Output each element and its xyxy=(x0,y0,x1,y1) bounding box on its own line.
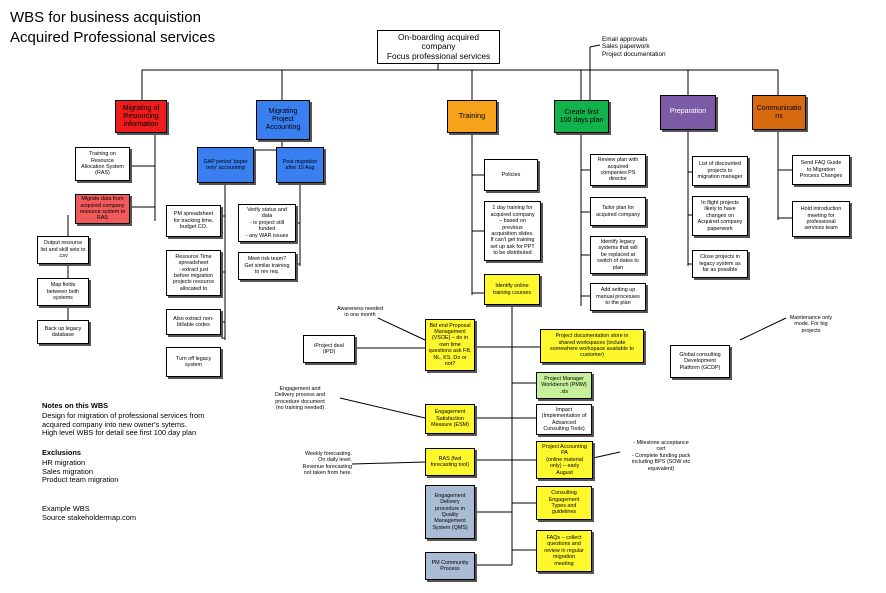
category-project-accounting: Migrating Project Accounting xyxy=(256,100,310,140)
category-training: Training xyxy=(447,100,497,133)
project-docs-store-task: Project documentation store in shared wo… xyxy=(540,329,644,363)
output-resource-task: Output resource list and skill sets to .… xyxy=(37,236,89,264)
category-communications: Communicatio ns xyxy=(752,95,806,130)
identify-legacy-task: Identify legacy systems that will be rep… xyxy=(590,236,646,274)
gap-period-task: GAP period 'paper only' accounting xyxy=(197,147,254,183)
policies-task: Policies xyxy=(484,159,538,191)
exclusions-heading: Exclusions xyxy=(42,448,82,457)
notes-heading: Notes on this WBS xyxy=(42,401,109,410)
map-fields-task: Map fields between both systems xyxy=(37,278,89,306)
faqs-task: FAQs – collect questions and review in r… xyxy=(536,530,592,572)
identify-online-courses-task: Identify online training courses xyxy=(484,274,540,305)
resource-time-task: Resource Time spreadsheet - extract just… xyxy=(166,250,221,296)
bid-end-proposal-task: Bid end Proposal Management (VSOE) – do … xyxy=(425,319,475,371)
diagram-subtitle: Acquired Professional services xyxy=(10,29,216,46)
hold-introduction-task: Hold introduction meeting for profession… xyxy=(792,201,850,237)
backup-db-task: Back up legacy database xyxy=(37,320,89,344)
pa-note: - Milestone acceptance cert - Complete f… xyxy=(631,440,691,472)
meet-risk-team-task: Meet risk team? Get similar training to … xyxy=(238,252,296,280)
category-preparation: Preparation xyxy=(660,95,716,130)
iproject-deal-task: iProject deal (IPD) xyxy=(303,335,355,363)
pm-community-task: PM Community Process xyxy=(425,552,475,580)
example-source: Example WBS Source stakeholdermap.com xyxy=(42,504,137,522)
category-resourcing: Migrating of Resourcing information xyxy=(115,100,167,133)
ras-training-task: Training on Resource Allocation System (… xyxy=(75,147,130,181)
exclusions-list: HR migration Sales migration Product tea… xyxy=(42,458,119,485)
one-day-training-task: 1 day training for acquired company – ba… xyxy=(484,201,541,261)
edp-qms-task: Engagement Delivery procedure in Quality… xyxy=(425,485,475,539)
tailor-plan-task: Tailor plan for acquired company xyxy=(590,197,646,226)
pm-spreadsheet-task: PM spreadsheet for tracking time, budget… xyxy=(166,205,221,237)
notes-body: Design for migration of professional ser… xyxy=(42,411,205,438)
gcdp-task: Global consulting Development Platform (… xyxy=(670,345,730,378)
in-flight-projects-task: In flight projects likely to have change… xyxy=(692,196,748,236)
pmw-task: Project Manager Workbench (PMW) .xls xyxy=(536,372,592,399)
ras-forecasting-tool-task: RAS (fwd forecasting tool) xyxy=(425,448,475,476)
post-migration-task: Post migration after 10 Aug xyxy=(276,147,324,183)
review-plan-task: Review plan with acquired companies PS d… xyxy=(590,154,646,186)
engagement-delivery-note: Engagement and Delivery process and proc… xyxy=(274,386,326,412)
migrate-data-task: Migrate data from acquired company resou… xyxy=(75,194,130,224)
verify-status-task: Verify status and data - is project stil… xyxy=(238,204,296,242)
root-node: On-boarding acquired company Focus profe… xyxy=(377,30,500,64)
awareness-note: Awareness needed in one month xyxy=(336,306,384,319)
close-projects-task: Close projects in legacy system as far a… xyxy=(692,250,748,278)
send-faq-guide-task: Send FAQ Guide to Migration Process Chan… xyxy=(792,155,850,185)
discounted-projects-task: List of discounted projects to migration… xyxy=(692,156,748,186)
non-billable-task: Also extract non- billable codes xyxy=(166,309,221,335)
consulting-types-task: Consulting Engagement Types and guidelin… xyxy=(536,486,592,520)
category-first-100-days: Create first 100 days plan xyxy=(554,100,609,133)
impact-task: Impact (Implementation of Advanced Consu… xyxy=(536,404,592,435)
project-accounting-pa-task: Project Accounting PA (online material o… xyxy=(536,441,593,479)
root-note: Email approvals Sales paperwork Project … xyxy=(602,36,666,58)
weekly-forecasting-note: Weekly forecasting. On daily level. Reve… xyxy=(302,451,352,477)
maintenance-note: Maintenance only mode. For big projects xyxy=(789,315,833,334)
turn-off-legacy-task: Turn off legacy system xyxy=(166,347,221,377)
diagram-title: WBS for business acquistion xyxy=(10,9,201,26)
add-manual-processes-task: Add setting up manual processes to the p… xyxy=(590,283,646,311)
engagement-satisfaction-task: Engagement Satisfaction Measure (ESM) xyxy=(425,404,475,434)
